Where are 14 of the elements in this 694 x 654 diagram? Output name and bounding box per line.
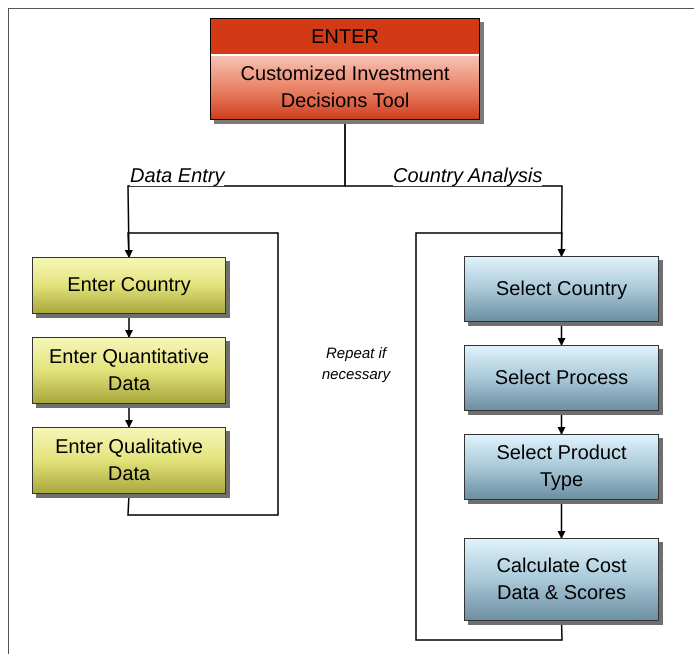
- arrow: [124, 232, 279, 516]
- box-text: Select Country: [494, 276, 628, 302]
- edge-label: Data Entry: [130, 166, 224, 186]
- note-text: Repeat if necessary: [320, 344, 392, 385]
- box-text: Calculate Cost Data & Scores: [495, 554, 628, 606]
- box-text: Enter Qualitative Data: [54, 434, 204, 486]
- title-band: ENTER: [211, 19, 479, 56]
- box-text: Select Process: [494, 366, 630, 390]
- box-text: Customized Investment Decisions Tool: [211, 56, 479, 119]
- arrow: [415, 232, 566, 641]
- box-text: Enter Country: [66, 273, 192, 298]
- box-text: Enter Quantitative Data: [48, 344, 210, 396]
- edge-label: Country Analysis: [393, 166, 542, 186]
- box-text: Select Product Type: [495, 441, 628, 493]
